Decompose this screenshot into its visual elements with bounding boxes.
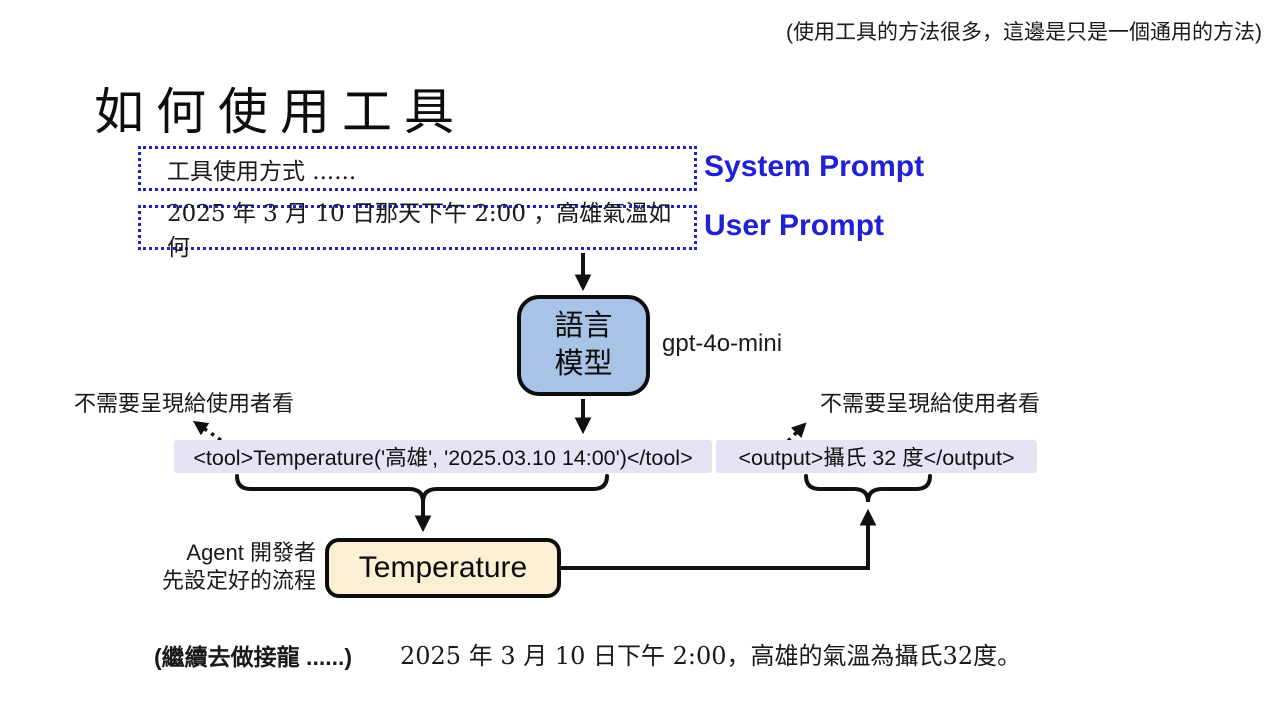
system-prompt-box: 工具使用方式 ...... (138, 146, 697, 191)
tool-output-text: <output>攝氏 32 度</output> (738, 446, 1015, 470)
agent-developer-note: Agent 開發者 先設定好的流程 (96, 539, 316, 594)
agent-developer-note-line2: 先設定好的流程 (161, 567, 316, 593)
user-prompt-box: 2025 年 3 月 10 日那天下午 2:00 ，高雄氣溫如何 (138, 201, 697, 261)
temperature-tool-node: Temperature (325, 538, 561, 598)
user-prompt-label: User Prompt (704, 209, 885, 242)
model-caption: gpt-4o-mini (662, 330, 783, 357)
final-answer-text: 2025 年 3 月 10 日下午 2:00，高雄的氣溫為攝氏32度。 (400, 642, 1022, 670)
arrow-temperature-to-output (560, 508, 877, 570)
system-prompt-text: 工具使用方式 ...... (167, 158, 357, 185)
slide-top-note: (使用工具的方法很多，這邊是只是一個通用的方法) (786, 21, 1262, 44)
hidden-from-user-note-right: 不需要呈現給使用者看 (820, 391, 1041, 416)
user-prompt-text: 2025 年 3 月 10 日那天下午 2:00 ，高雄氣溫如何 (167, 200, 672, 261)
temperature-tool-label: Temperature (358, 551, 528, 584)
brace-under-output (804, 474, 932, 503)
brace-under-toolcall (235, 474, 609, 503)
agent-developer-note-line1: Agent 開發者 (186, 540, 316, 565)
slide-title: 如何使用工具 (94, 84, 466, 140)
system-prompt-label: System Prompt (704, 150, 925, 183)
tool-call-text: <tool>Temperature('高雄', '2025.03.10 14:0… (193, 446, 693, 470)
language-model-name-line2: 模型 (554, 347, 613, 380)
tool-call-message: <tool>Temperature('高雄', '2025.03.10 14:0… (174, 440, 712, 473)
continue-aside-text: (繼續去做接龍 ......) (154, 644, 353, 670)
language-model-node: 語言 模型 (517, 295, 650, 396)
tool-output-message: <output>攝氏 32 度</output> (716, 440, 1037, 473)
hidden-from-user-note-left: 不需要呈現給使用者看 (74, 391, 295, 416)
language-model-name-line1: 語言 (554, 310, 613, 343)
